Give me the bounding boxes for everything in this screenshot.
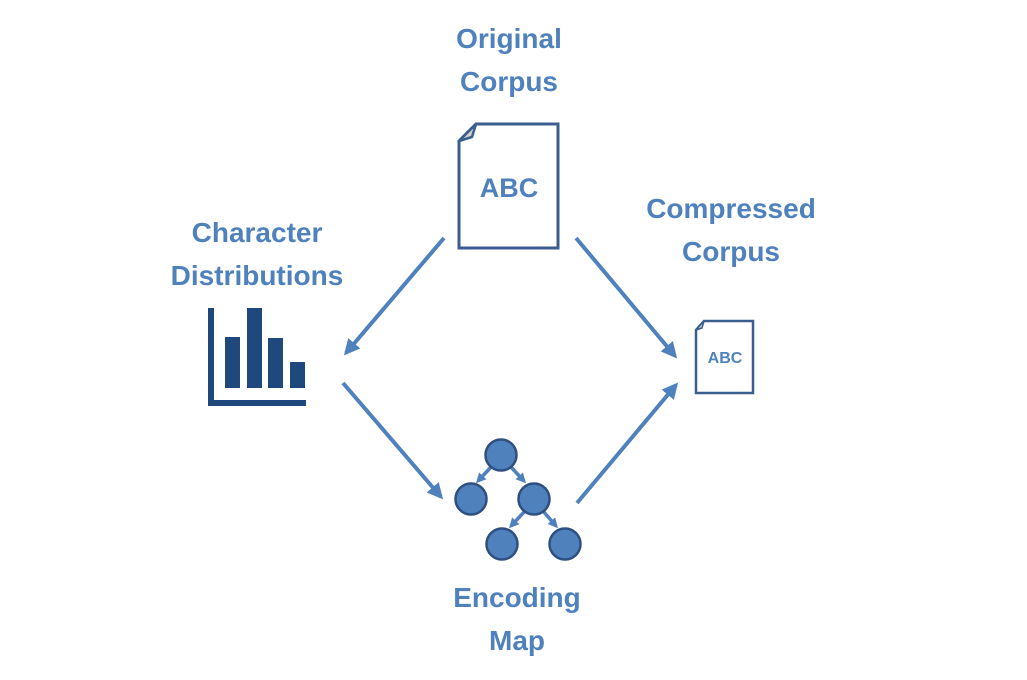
tree-edge: [541, 509, 558, 529]
bar-chart-icon-axis-x: [208, 400, 306, 406]
character-distributions-label-line2: Distributions: [170, 260, 344, 291]
arrow-original-to-compressed: [574, 236, 678, 359]
original-corpus-label-line2: Corpus: [460, 66, 558, 97]
tree-node: [454, 482, 488, 516]
bar-chart-icon-bar: [247, 308, 262, 388]
original-corpus-label-line1: Original: [456, 23, 562, 54]
compressed-corpus-label-line2: Corpus: [682, 236, 780, 267]
bar-chart-icon-bar: [225, 337, 240, 388]
bar-chart-icon: [208, 308, 306, 406]
arrow-distributions-to-encoding: [341, 381, 444, 500]
tree-icon: [454, 438, 582, 561]
original-corpus-label: Original Corpus: [409, 17, 609, 103]
compressed-corpus-label: Compressed Corpus: [621, 187, 841, 273]
tree-node: [485, 527, 519, 561]
arrow-original-to-distributions: [343, 236, 446, 356]
tree-node: [548, 527, 582, 561]
character-distributions-label-line1: Character: [191, 217, 323, 248]
tree-edge: [508, 464, 527, 484]
tree-node: [517, 482, 551, 516]
tree-edge: [475, 464, 494, 484]
arrow-encoding-to-compressed: [575, 382, 679, 505]
encoding-map-label-line1: Encoding: [453, 582, 581, 613]
compressed-corpus-label-line1: Compressed: [646, 193, 816, 224]
bar-chart-icon-axis-y: [208, 308, 214, 406]
compressed-corpus-document-icon: ABC: [694, 319, 755, 395]
tree-edge: [508, 509, 527, 529]
original-corpus-document-icon: ABC: [457, 122, 560, 250]
character-distributions-label: Character Distributions: [137, 211, 377, 297]
encoding-map-label-line2: Map: [489, 625, 545, 656]
bar-chart-icon-bar: [268, 338, 283, 388]
compressed-corpus-doc-text: ABC: [708, 350, 743, 367]
bar-chart-icon-bar: [290, 362, 305, 388]
original-corpus-doc-text: ABC: [480, 173, 539, 203]
tree-node: [484, 438, 518, 472]
encoding-map-label: Encoding Map: [417, 576, 617, 662]
